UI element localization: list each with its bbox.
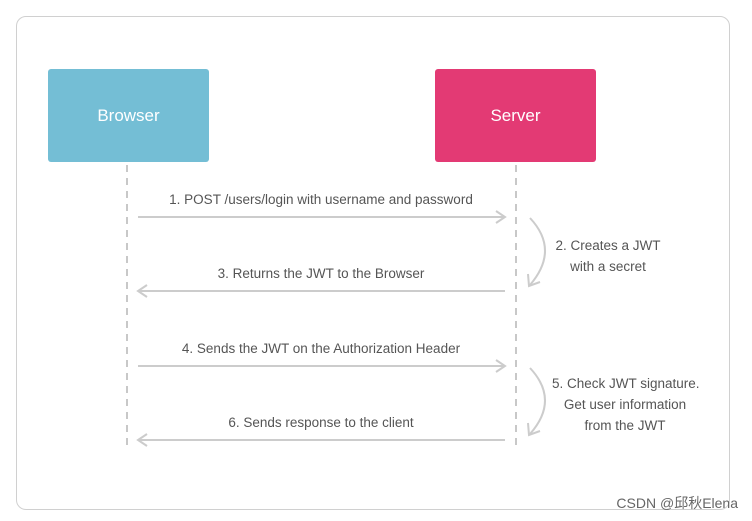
note-5-line-1: 5. Check JWT signature. [552,376,700,391]
message-6-label: 6. Sends response to the client [228,415,414,430]
note-5-line-3: from the JWT [584,418,666,433]
note-2: 2. Creates a JWT with a secret [553,235,663,277]
note-5-curve-arrow [527,367,546,437]
note-5: 5. Check JWT signature. Get user informa… [552,373,700,436]
note-5-line-2: Get user information [563,397,687,412]
server-label: Server [490,105,541,125]
message-4-label: 4. Sends the JWT on the Authorization He… [181,341,461,356]
note-2-line-2: with a secret [570,259,646,274]
server-box: Server [435,69,596,162]
message-1-arrow [138,210,507,224]
note-2-curve-arrow [527,217,546,288]
browser-box: Browser [48,69,209,162]
watermark: CSDN @邱秋Elena [616,495,738,511]
browser-label: Browser [97,105,160,125]
message-4-arrow [138,359,507,373]
note-2-line-1: 2. Creates a JWT [555,238,661,253]
message-3-arrow [136,284,505,298]
message-6-arrow [136,433,505,447]
message-3-label: 3. Returns the JWT to the Browser [217,266,425,281]
message-1-label: 1. POST /users/login with username and p… [169,192,473,207]
